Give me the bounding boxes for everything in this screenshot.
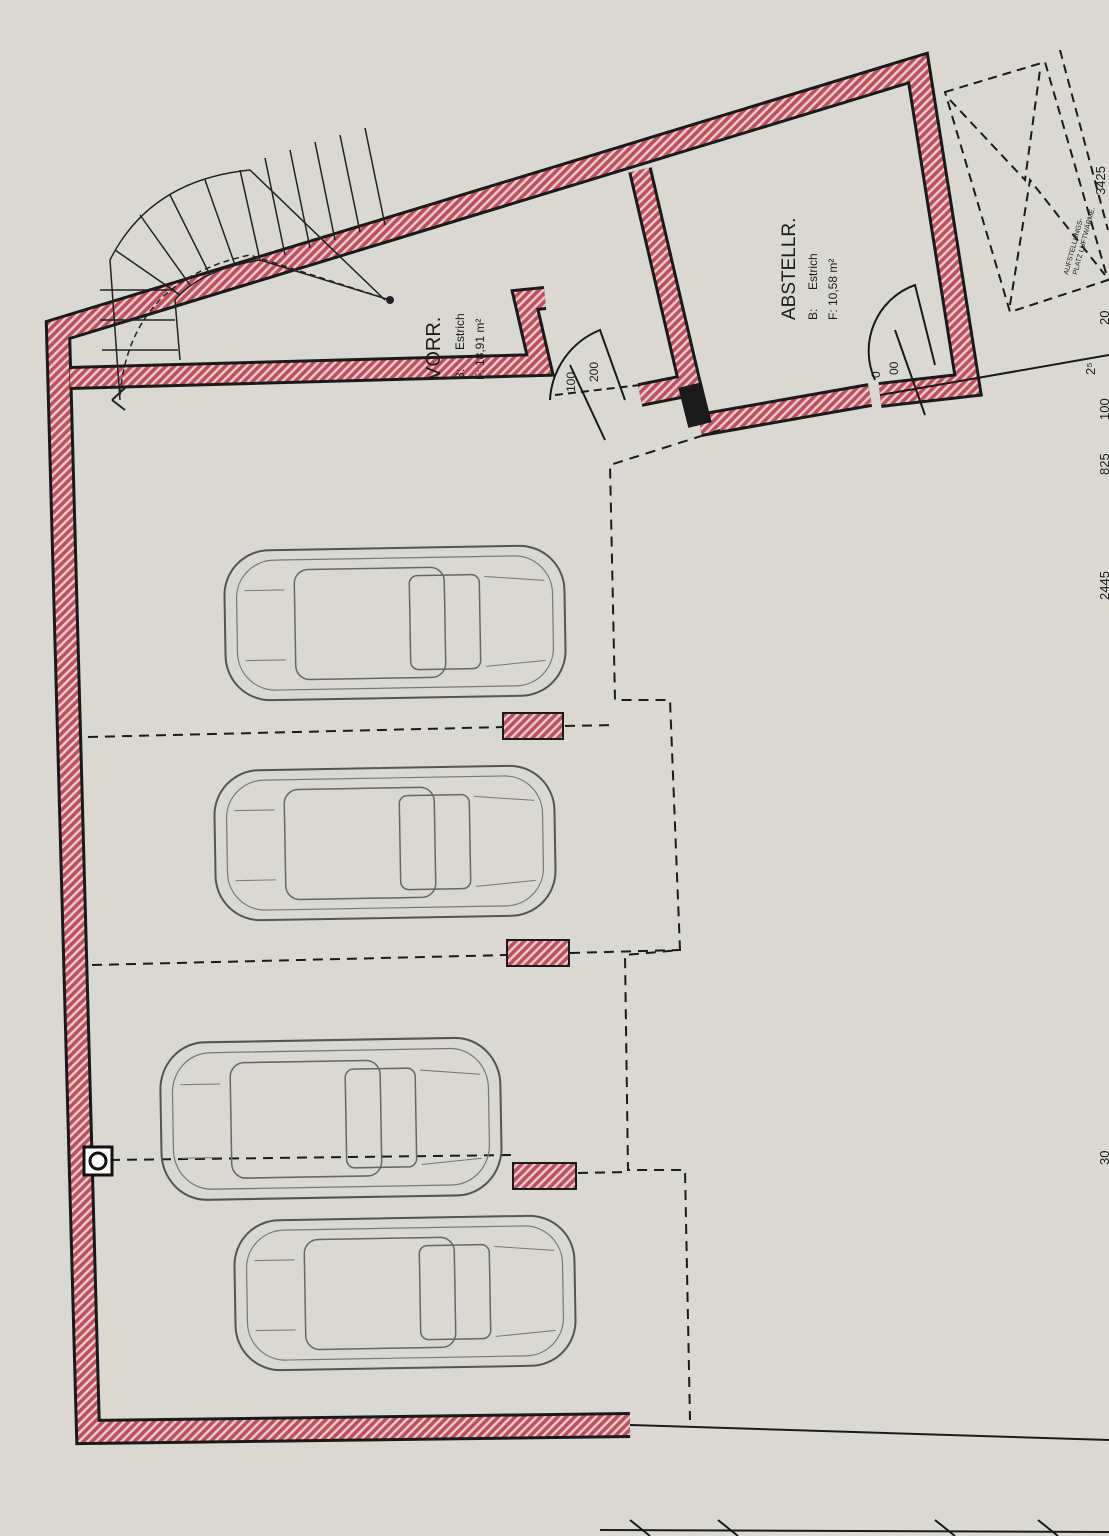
pillar [512, 1162, 577, 1190]
dimension: 825 [1097, 453, 1109, 475]
car-4 [232, 1214, 578, 1372]
svg-text:B:: B: [806, 309, 820, 320]
door-abstellr [867, 283, 936, 416]
svg-text:F:: F: [826, 309, 840, 320]
svg-text:Estrich: Estrich [453, 313, 467, 350]
svg-text:10,58 m²: 10,58 m² [826, 259, 840, 306]
dimension: 2⁵ [1083, 362, 1098, 375]
outer-line [879, 354, 1109, 396]
svg-text:Estrich: Estrich [806, 253, 820, 290]
car-3 [158, 1036, 504, 1202]
car-2 [212, 764, 558, 922]
pillars [502, 712, 577, 1190]
dimension: 20 [1097, 311, 1109, 325]
svg-text:F:: F: [473, 369, 487, 380]
walls [44, 51, 983, 1446]
room-label-vorr: VORR. B: Estrich F: 18,91 m² [423, 313, 487, 380]
svg-text:VORR.: VORR. [423, 317, 445, 380]
pillar [502, 712, 564, 740]
dimension: 30 [1097, 1151, 1109, 1165]
heat-pump-area [943, 49, 1109, 314]
svg-text:ABSTELLR.: ABSTELLR. [779, 218, 800, 320]
door-vorr [549, 328, 641, 441]
door-width: 100 [564, 372, 578, 392]
car-1 [222, 544, 568, 702]
property-line [629, 1424, 1109, 1441]
stair-end-dot [386, 296, 394, 304]
svg-text:18,91 m²: 18,91 m² [473, 319, 487, 366]
dimension: 2445 [1097, 571, 1109, 600]
staircase [100, 127, 391, 401]
room-label-abstellr: ABSTELLR. B: Estrich F: 10,58 m² [779, 218, 840, 320]
driveway-outline [87, 429, 721, 1421]
door-height: 200 [587, 362, 601, 382]
column-symbol-icon [82, 1145, 114, 1177]
dimension: 100 [1097, 398, 1109, 420]
arrow-icon [111, 387, 126, 411]
pillar [506, 939, 570, 967]
door-height: 0 [869, 371, 883, 378]
svg-text:B:: B: [453, 369, 467, 380]
door-width: 00 [887, 361, 901, 375]
dimension-ticks [599, 1519, 1109, 1536]
dimension: 3425 [1093, 166, 1108, 195]
